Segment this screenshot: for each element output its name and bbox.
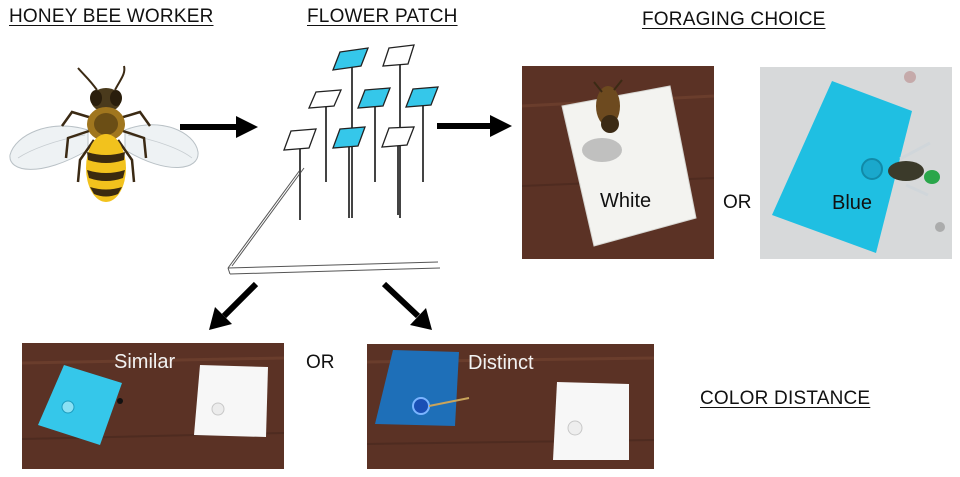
blue-flower-photo: Blue xyxy=(760,67,952,259)
distinct-label: Distinct xyxy=(468,352,534,374)
color-distance-heading: COLOR DISTANCE xyxy=(700,388,871,409)
foraging-choice-heading: FORAGING CHOICE xyxy=(642,9,826,30)
arrow-icon xyxy=(381,281,432,330)
white-choice-label: White xyxy=(600,190,652,212)
bee-wings xyxy=(9,124,199,170)
arrow-icon xyxy=(180,116,258,138)
distance-or-label: OR xyxy=(306,352,335,373)
distinct-colors-photo: Distinct xyxy=(367,344,654,469)
similar-colors-photo: Similar xyxy=(22,343,284,469)
blue-choice-label: Blue xyxy=(832,192,873,214)
arrow-icon xyxy=(437,115,512,137)
arrow-icon xyxy=(209,281,259,330)
similar-label: Similar xyxy=(114,351,176,373)
foraging-or-label: OR xyxy=(723,192,752,213)
white-flower-photo: White xyxy=(522,66,714,259)
bee-heading: HONEY BEE WORKER xyxy=(9,6,214,27)
flower-patch-heading: FLOWER PATCH xyxy=(307,6,458,27)
